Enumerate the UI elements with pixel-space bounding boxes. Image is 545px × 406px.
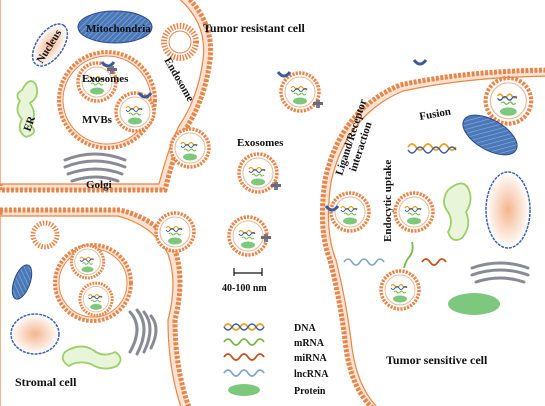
legend-protein: Protein	[228, 384, 326, 397]
legend-dna: DNA	[223, 323, 316, 334]
fusion-label: Fusion	[418, 106, 451, 123]
nucleus-top	[31, 23, 69, 67]
endocytic-vesicle-3	[379, 269, 421, 311]
legend-mirna-label: miRNA	[294, 353, 328, 364]
scale-bar	[233, 268, 263, 276]
legend-dna-label: DNA	[294, 323, 316, 334]
free-exosome-1	[276, 70, 323, 113]
released-lncrna	[343, 258, 385, 266]
legend-lncrna-label: lncRNA	[294, 369, 329, 380]
free-exosome-4	[154, 211, 196, 253]
golgi-bottom	[128, 308, 158, 356]
endosome-bottom	[30, 220, 60, 250]
legend-mrna-label: mRNA	[294, 338, 325, 349]
released-mirna	[421, 258, 447, 266]
legend: DNA mRNA miRNA lncRNA Protein	[223, 323, 329, 397]
exosomes-inner-label: Exosomes	[82, 73, 129, 85]
endocytic-vesicle-2	[393, 191, 435, 233]
dna-icon	[223, 323, 265, 331]
free-exosome-5	[227, 215, 271, 257]
mvb-bottom	[53, 243, 133, 323]
mirna-icon	[223, 353, 265, 361]
golgi-right	[470, 261, 530, 284]
stromal-cell-label: Stromal cell	[15, 375, 77, 389]
endosome-top	[161, 23, 199, 61]
released-dna	[407, 143, 457, 151]
mrna-icon	[223, 338, 265, 346]
golgi-label: Golgi	[86, 179, 112, 191]
free-exosome-3	[237, 152, 281, 194]
protein-icon	[228, 384, 260, 396]
mitochondria-label: Mitochondria	[86, 23, 151, 35]
exosomes-label: Exosomes	[237, 137, 284, 149]
er-bottom	[61, 345, 122, 370]
lncrna-icon	[223, 369, 265, 377]
mitochondria-right	[462, 114, 518, 156]
golgi-top	[63, 152, 127, 183]
mvbs-label: MVBs	[82, 114, 113, 126]
scale-bar-label: 40-100 nm	[222, 283, 267, 294]
er-right	[443, 182, 472, 241]
released-mrna	[403, 241, 414, 269]
er-label: ER	[22, 114, 39, 133]
endocytic-uptake-label: Endocytic uptake	[382, 160, 394, 242]
mitochondria-top	[77, 10, 153, 44]
free-exosome-2	[169, 127, 211, 169]
mitochondria-bottom	[11, 264, 33, 300]
sensitive-cell	[319, 67, 545, 406]
legend-lncrna: lncRNA	[223, 369, 329, 380]
released-protein	[448, 293, 500, 315]
resistant-cell-label: Tumor resistant cell	[203, 21, 305, 35]
nucleus-bottom	[10, 313, 60, 355]
legend-mrna: mRNA	[223, 338, 325, 349]
er-top	[16, 80, 39, 138]
nucleus-right	[485, 171, 531, 249]
sensitive-cell-label: Tumor sensitive cell	[386, 353, 488, 367]
mvb-top	[57, 50, 157, 150]
legend-mirna: miRNA	[223, 353, 328, 364]
legend-protein-label: Protein	[294, 386, 326, 397]
